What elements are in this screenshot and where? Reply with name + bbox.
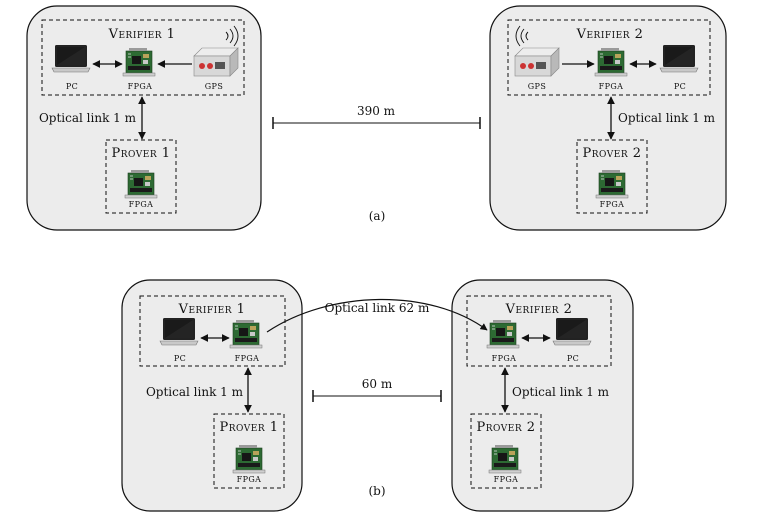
verifier-title: Verifier 1 bbox=[108, 27, 176, 42]
prover-title: Prover 1 bbox=[112, 146, 171, 161]
site-a-left: Verifier 1 PC FPGA GPS Optical link 1 m … bbox=[26, 5, 262, 231]
site-b-right: Verifier 2 FPGA PC Optical link 1 m Prov… bbox=[451, 279, 634, 512]
gps-label: GPS bbox=[205, 82, 223, 91]
optical-link-label: Optical link 1 m bbox=[512, 385, 610, 399]
prover-box bbox=[470, 413, 542, 489]
prover-title: Prover 1 bbox=[220, 420, 279, 435]
verifier-box bbox=[139, 295, 286, 367]
cross-link-label: Optical link 62 m bbox=[325, 301, 430, 315]
laptop-icon bbox=[159, 317, 199, 346]
pc-label: PC bbox=[567, 354, 579, 363]
verifier-title: Verifier 1 bbox=[178, 302, 246, 317]
fpga-board-icon bbox=[229, 319, 263, 349]
prover-box bbox=[105, 139, 177, 214]
verifier-title: Verifier 2 bbox=[505, 302, 573, 317]
site-b-left: Verifier 1 PC FPGA Optical link 1 m Prov… bbox=[121, 279, 303, 512]
distance-label: 390 m bbox=[357, 104, 396, 118]
fpga-label: FPGA bbox=[235, 354, 260, 363]
optical-link-label: Optical link 1 m bbox=[39, 111, 137, 125]
fpga-label: FPGA bbox=[492, 354, 517, 363]
fpga-board-icon bbox=[124, 169, 158, 199]
fpga-board-icon bbox=[594, 47, 628, 77]
pc-label: PC bbox=[66, 82, 78, 91]
laptop-icon bbox=[51, 44, 91, 73]
prover-box bbox=[213, 413, 285, 489]
prover-fpga-label: FPGA bbox=[600, 200, 625, 209]
panel-b: Verifier 1 PC FPGA Optical link 1 m Prov… bbox=[121, 279, 634, 512]
panel-a: Verifier 1 PC FPGA GPS Optical link 1 m … bbox=[26, 5, 727, 231]
prover-title: Prover 2 bbox=[583, 146, 642, 161]
caption-b: (b) bbox=[368, 484, 385, 498]
verifier-title: Verifier 2 bbox=[576, 27, 644, 42]
fpga-board-icon bbox=[595, 169, 629, 199]
verifier-box bbox=[507, 19, 711, 96]
fpga-label: FPGA bbox=[128, 82, 153, 91]
fpga-board-icon bbox=[488, 444, 522, 474]
caption-a: (a) bbox=[369, 209, 386, 223]
prover-fpga-label: FPGA bbox=[237, 475, 262, 484]
fpga-label: FPGA bbox=[599, 82, 624, 91]
cross-link-arrow bbox=[266, 298, 488, 333]
laptop-icon bbox=[552, 317, 592, 346]
gps-receiver-icon bbox=[193, 47, 239, 77]
optical-link-label: Optical link 1 m bbox=[618, 111, 716, 125]
optical-link-label: Optical link 1 m bbox=[146, 385, 244, 399]
fpga-board-icon bbox=[486, 319, 520, 349]
pc-label: PC bbox=[174, 354, 186, 363]
laptop-icon bbox=[659, 44, 699, 73]
gps-receiver-icon bbox=[514, 47, 560, 77]
prover-fpga-label: FPGA bbox=[129, 200, 154, 209]
prover-box bbox=[576, 139, 648, 214]
verifier-box bbox=[41, 19, 245, 96]
gps-label: GPS bbox=[528, 82, 546, 91]
fpga-board-icon bbox=[122, 47, 156, 77]
fpga-board-icon bbox=[232, 444, 266, 474]
prover-title: Prover 2 bbox=[477, 420, 536, 435]
verifier-box bbox=[466, 295, 612, 367]
distance-label: 60 m bbox=[362, 377, 393, 391]
pc-label: PC bbox=[674, 82, 686, 91]
site-a-right: Verifier 2 GPS FPGA PC Optical link 1 m … bbox=[489, 5, 727, 231]
prover-fpga-label: FPGA bbox=[494, 475, 519, 484]
